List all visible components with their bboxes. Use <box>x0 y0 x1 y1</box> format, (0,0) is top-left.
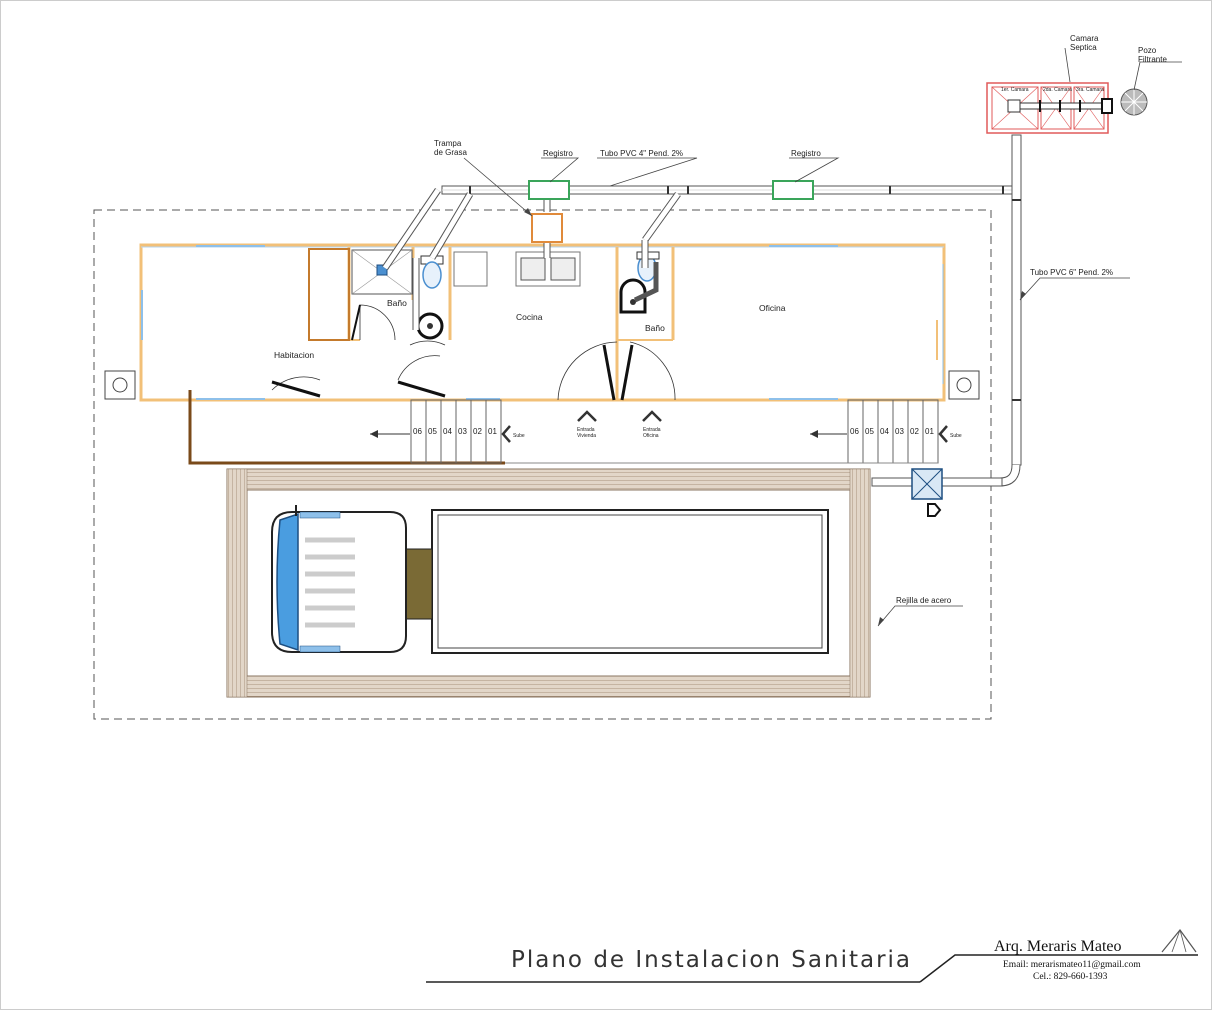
sewer-line-4 <box>382 185 1018 330</box>
stair-step: 05 <box>428 427 437 436</box>
stair-step: 06 <box>413 427 422 436</box>
label-pozo-1: Pozo <box>1138 46 1157 55</box>
entrance-oficina-1: Entrada <box>643 427 661 433</box>
lot-boundary <box>93 209 992 720</box>
room-bano-2: Baño <box>645 323 665 333</box>
stair-step: 04 <box>443 427 452 436</box>
stair-step: 02 <box>910 427 919 436</box>
label-tubo-6: Tubo PVC 6" Pend. 2% <box>1030 268 1113 277</box>
stair-sube-right: Sube <box>950 433 962 439</box>
room-habitacion: Habitacion <box>274 350 314 360</box>
label-camara-2: Septica <box>1070 43 1097 52</box>
stair-step: 04 <box>880 427 889 436</box>
room-oficina: Oficina <box>759 303 786 313</box>
stairs-right <box>810 399 948 464</box>
label-registro-2: Registro <box>791 149 821 158</box>
stair-step: 03 <box>895 427 904 436</box>
stair-sube-left: Sube <box>513 433 525 439</box>
septic-compartment-3: 3ra. Camara <box>1076 87 1104 93</box>
entrance-vivienda-1: Entrada <box>577 427 595 433</box>
label-registro-1: Registro <box>543 149 573 158</box>
filter-well <box>1120 88 1148 116</box>
septic-compartment-1: 1er. Camara <box>1001 87 1029 93</box>
stair-step: 01 <box>488 427 497 436</box>
author-name: Arq. Meraris Mateo <box>994 938 1122 955</box>
label-tubo-4: Tubo PVC 4" Pend. 2% <box>600 149 683 158</box>
room-cocina: Cocina <box>516 312 543 322</box>
label-camara-1: Camara <box>1070 34 1099 43</box>
stair-step: 02 <box>473 427 482 436</box>
stair-step: 05 <box>865 427 874 436</box>
stair-step: 06 <box>850 427 859 436</box>
stairs-left <box>370 399 511 464</box>
septic-compartment-2: 2da. Camara <box>1043 87 1072 93</box>
registro-box-2 <box>772 180 814 200</box>
label-rejilla: Rejilla de acero <box>896 596 952 605</box>
truck <box>271 505 829 654</box>
grease-trap <box>531 213 563 243</box>
stair-step: 03 <box>458 427 467 436</box>
septic-tank <box>986 82 1113 134</box>
entrance-oficina-2: Oficina <box>643 433 659 439</box>
label-trampa-2: de Grasa <box>434 148 467 157</box>
drawing-title: Plano de Instalacion Sanitaria <box>511 947 912 973</box>
stair-step: 01 <box>925 427 934 436</box>
registro-box-1 <box>528 180 570 200</box>
label-pozo-2: Filtrante <box>1138 55 1167 64</box>
room-bano-1: Baño <box>387 298 407 308</box>
author-phone: Cel.: 829-660-1393 <box>1033 972 1108 982</box>
label-trampa-1: Trampa <box>434 139 462 148</box>
author-email: Email: merarismateo11@gmail.com <box>1003 960 1141 970</box>
entrance-vivienda-2: Vivienda <box>577 433 596 439</box>
